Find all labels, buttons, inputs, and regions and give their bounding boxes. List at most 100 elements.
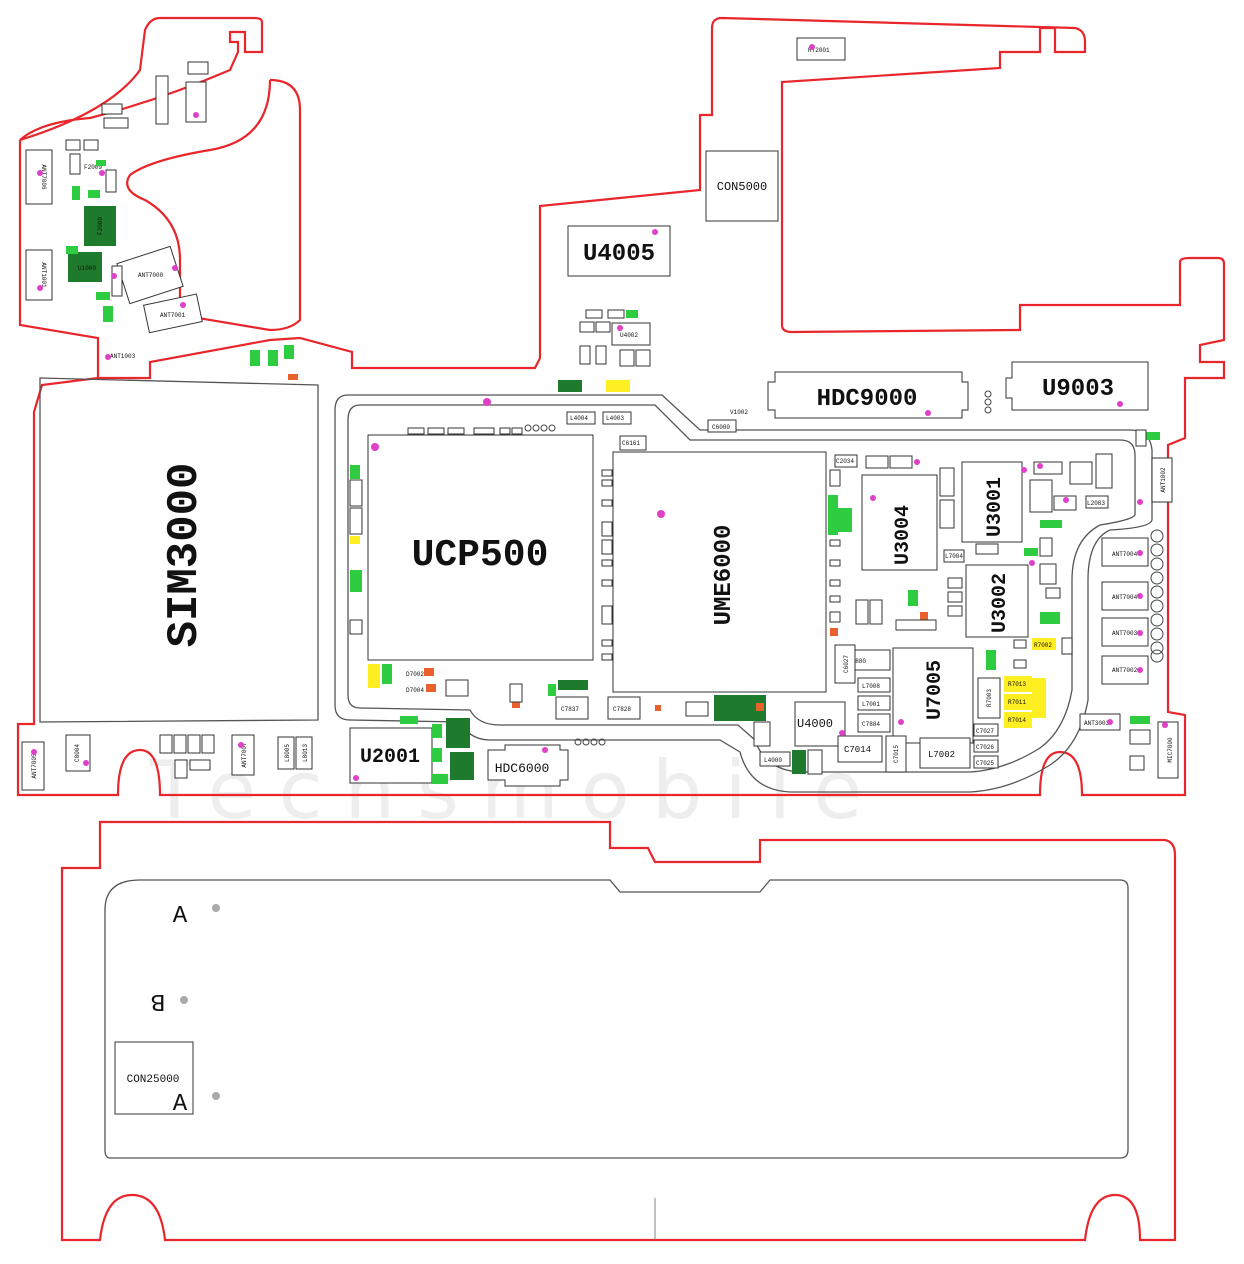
u4000-chip — [794, 701, 846, 747]
ucp500-chip — [367, 434, 594, 661]
yellow-pad — [350, 536, 360, 544]
hdc9000-label: HDC9000 — [817, 386, 918, 413]
u3002-chip — [965, 564, 1029, 638]
small-part — [174, 759, 188, 779]
ant7003-label: ANT7003 — [1112, 630, 1138, 637]
pin1-markers — [31, 44, 1168, 781]
green-pad — [103, 306, 113, 322]
small-part — [1129, 729, 1151, 745]
ant7007-label: ANT7007 — [241, 742, 248, 768]
main-shield-outer — [334, 394, 1153, 793]
green-pad — [1040, 612, 1060, 624]
l7002-box — [919, 737, 971, 769]
green-pad — [350, 465, 360, 479]
orange-pad — [426, 684, 436, 692]
c7027-label: C7027 — [976, 728, 994, 735]
l7008-label: L7008 — [862, 683, 880, 690]
orange-pad — [512, 702, 520, 708]
mic7000-box — [1157, 721, 1179, 779]
ant1002-label: ANT1002 — [1160, 467, 1167, 493]
green-pad — [1130, 716, 1150, 724]
green-pad — [986, 650, 996, 670]
u1000-part — [68, 252, 102, 282]
c7015-box — [885, 735, 907, 773]
green-pad — [838, 508, 852, 532]
small-part — [187, 61, 209, 75]
l4004-box — [566, 411, 596, 425]
ant3003-box — [1079, 713, 1121, 731]
small-part — [635, 349, 651, 367]
green-pad — [1146, 432, 1160, 440]
small-part — [579, 345, 591, 365]
ume6000-chip — [612, 451, 827, 693]
c7015-label: C7015 — [893, 745, 900, 763]
l4004-label: L4004 — [570, 415, 588, 422]
l4000-label: L4000 — [764, 757, 782, 764]
small-part — [807, 749, 823, 775]
con5000-label: CON5000 — [717, 180, 767, 194]
u3004-chip — [861, 474, 938, 571]
test-point-b-label: B — [151, 987, 165, 1014]
green-pad — [1024, 548, 1038, 556]
small-part — [201, 734, 215, 754]
green-pad — [88, 190, 100, 198]
ant7005-box — [21, 741, 45, 791]
small-part — [579, 321, 595, 333]
c6161-label: C6161 — [622, 440, 640, 447]
small-part — [111, 265, 123, 297]
orange-pad — [288, 374, 298, 380]
c7837-box — [555, 696, 589, 720]
green-pad — [548, 684, 556, 696]
small-part — [685, 701, 709, 717]
small-part — [105, 169, 117, 193]
ant7004-label-2: ANT7004 — [1112, 594, 1138, 601]
small-part — [1029, 479, 1053, 513]
orange-pad — [830, 628, 838, 636]
small-part — [939, 467, 955, 497]
c7828-box — [607, 696, 641, 720]
r7013-label: R7013 — [1008, 681, 1026, 688]
c7828-label: C7828 — [613, 706, 631, 713]
l7004-label: L7004 — [945, 553, 963, 560]
green-pad — [96, 292, 110, 300]
small-part — [585, 309, 603, 319]
ucp500-label: UCP500 — [412, 534, 549, 577]
ucp-top-pads — [407, 427, 1073, 669]
l7001-box — [857, 695, 891, 711]
green-pad — [400, 716, 418, 724]
c7014-label: C7014 — [844, 745, 871, 755]
small-part — [1053, 495, 1077, 511]
c6161-box — [619, 435, 647, 451]
r7014-label: R7014 — [1008, 717, 1026, 724]
v1002-label: V1002 — [730, 409, 748, 416]
small-part — [159, 734, 173, 754]
ant7005-label: ANT7005 — [31, 753, 38, 779]
r7002-label: R7002 — [1034, 642, 1052, 649]
l8013-box — [295, 736, 313, 770]
ant7006-label: ANT7006 — [40, 164, 47, 190]
small-part — [889, 455, 913, 469]
c7880-label: C7880 — [848, 658, 866, 665]
small-part — [189, 759, 211, 771]
green-pad — [626, 310, 638, 318]
bottom-inner-outline — [104, 879, 1129, 1159]
u4005-chip — [567, 225, 671, 277]
r7003-box — [977, 677, 1001, 719]
c7884-box — [857, 713, 891, 733]
green-pad — [432, 774, 448, 784]
main-shield-inner — [347, 404, 1136, 773]
l7004-box — [943, 549, 965, 563]
test-point-a-top-label: A — [173, 903, 188, 930]
c7014-box — [837, 735, 883, 763]
c2034-label: C2034 — [836, 458, 854, 465]
l4003-box — [602, 411, 632, 425]
r7014-pad — [1004, 712, 1032, 728]
via — [984, 390, 992, 398]
u4005-label: U4005 — [583, 241, 655, 268]
c6000-box — [707, 419, 737, 433]
l2083-label: L2083 — [1087, 500, 1105, 507]
via-column — [1150, 529, 1164, 663]
ant7001-label: ANT7001 — [160, 312, 186, 319]
green-pad — [558, 680, 588, 690]
